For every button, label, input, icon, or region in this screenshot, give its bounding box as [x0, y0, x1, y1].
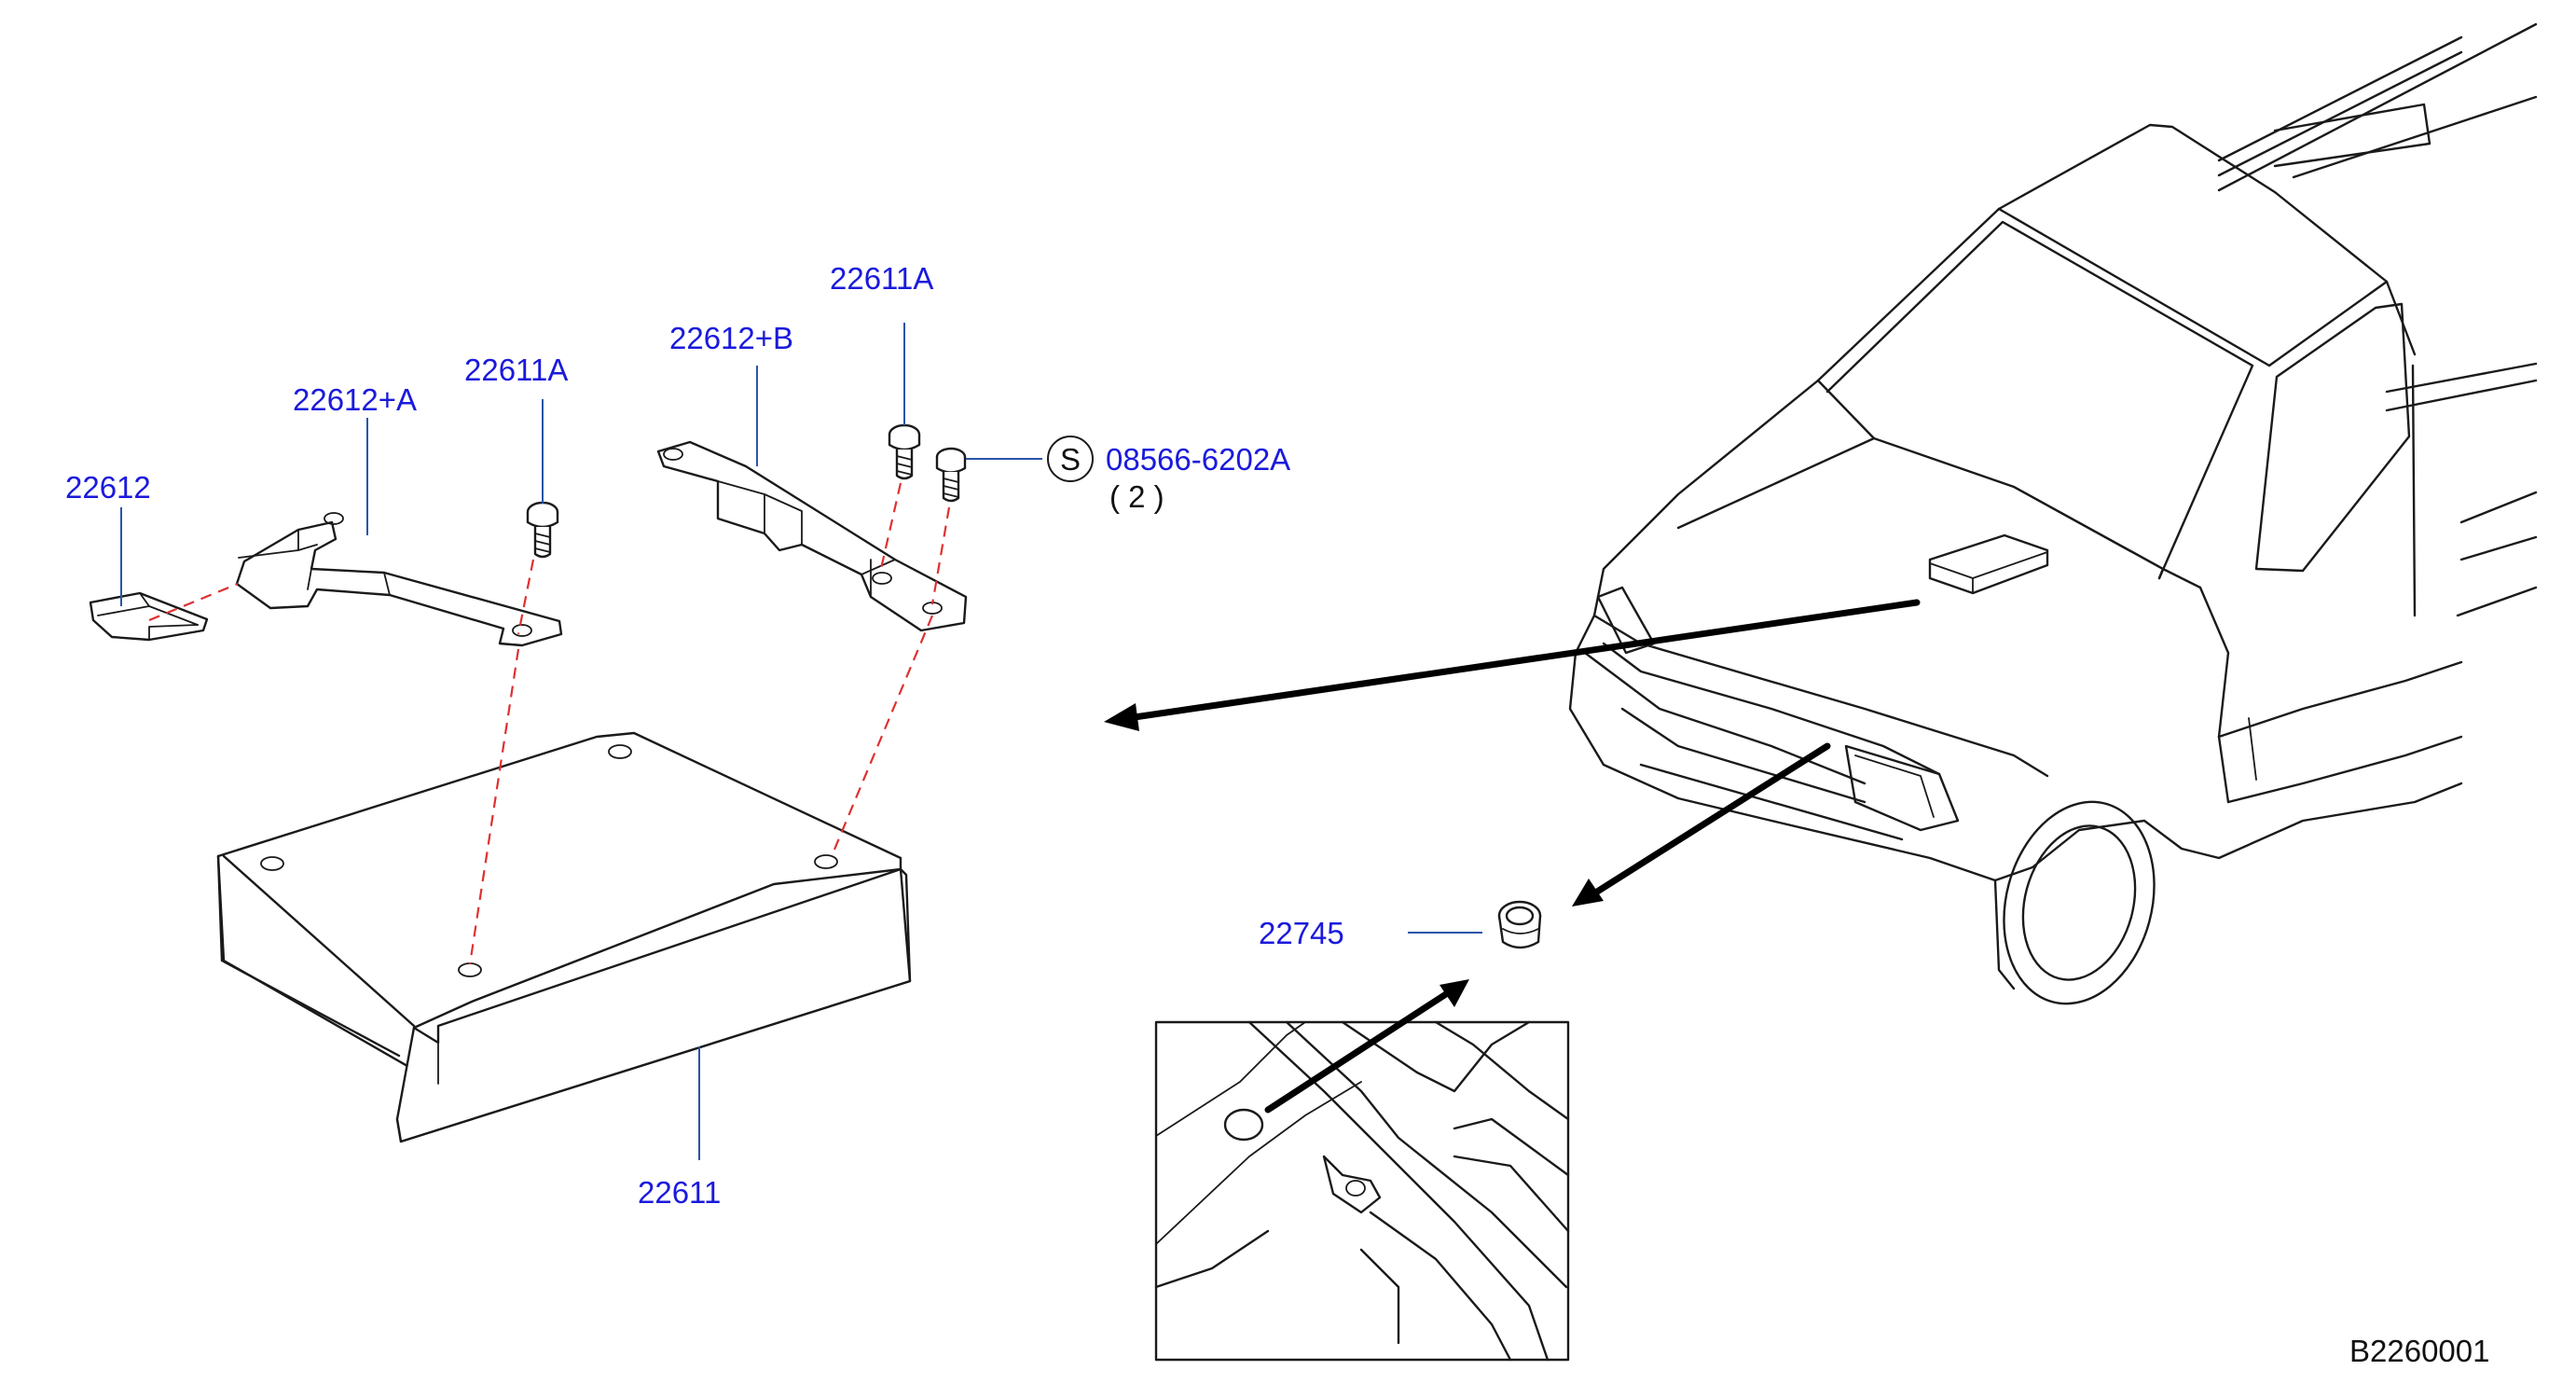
bolt-a-part	[526, 501, 559, 559]
callout-labels: 22612 22612+A 22611A 22612+B 22611A S 08…	[65, 261, 2489, 1368]
label-bracket-b: 22612+B	[669, 321, 793, 355]
label-screw-part: 08566-6202A	[1106, 442, 1290, 477]
bracket-clip-part	[89, 591, 209, 642]
label-bolt-a: 22611A	[464, 353, 568, 387]
bracket-a-part	[235, 512, 563, 647]
label-bolt-b: 22611A	[830, 261, 933, 296]
location-arrows	[1104, 599, 1921, 1114]
ecu-module-part	[216, 731, 912, 1143]
label-bracket-a: 22612+A	[293, 382, 417, 417]
leader-lines	[120, 323, 1482, 1160]
inset-detail	[1154, 1020, 1570, 1362]
diagram-id: B2260001	[2349, 1334, 2489, 1368]
screw-part	[935, 447, 967, 503]
assembly-guides	[148, 482, 951, 965]
screw-symbol-letter: S	[1060, 442, 1081, 477]
label-bracket-clip: 22612	[65, 470, 151, 505]
label-grommet: 22745	[1259, 916, 1344, 950]
bracket-b-part	[656, 440, 968, 632]
grommet-part	[1497, 900, 1542, 949]
vehicle-illustration	[1568, 22, 2538, 1005]
screw-symbol-circle	[1047, 436, 1094, 482]
label-ecu-module: 22611	[638, 1175, 721, 1210]
bolt-b-part	[888, 423, 921, 480]
label-screw-qty: ( 2 )	[1109, 479, 1164, 514]
